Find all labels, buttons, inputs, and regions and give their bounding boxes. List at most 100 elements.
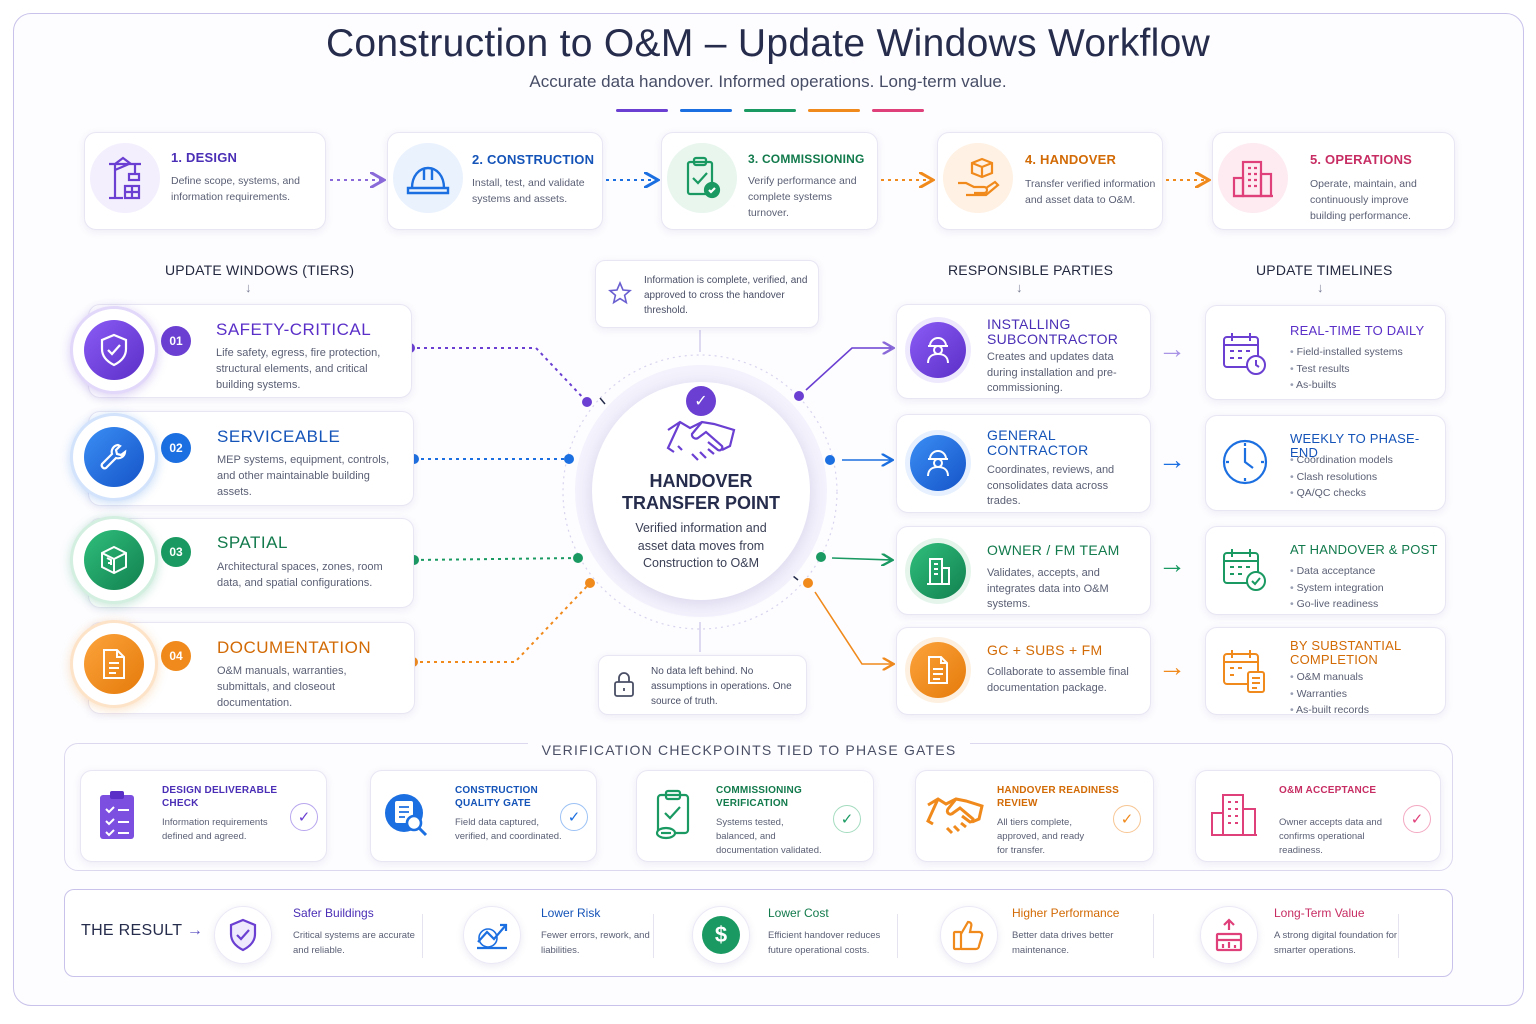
tier-name: DOCUMENTATION (217, 638, 372, 657)
phase-card-commissioning: 3. COMMISSIONING Verify performance and … (661, 132, 878, 230)
phase-desc: Install, test, and validate systems and … (472, 177, 585, 205)
tier-icon-ring (70, 413, 158, 501)
checkpoint-card: DESIGN DELIVERABLE CHECK Information req… (80, 770, 327, 862)
party-name: INSTALLING SUBCONTRACTOR (987, 316, 1119, 347)
arrow-right-icon: → (186, 922, 204, 939)
tiers-header: UPDATE WINDOWS (TIERS) (165, 262, 355, 278)
checkpoint-title: COMMISSIONING VERIFICATION (716, 785, 802, 809)
building-icon (1209, 791, 1259, 844)
box-growth-icon (1200, 906, 1258, 964)
star-icon (608, 280, 632, 310)
divider (897, 914, 898, 958)
result-desc: Better data drives better maintenance. (1012, 930, 1114, 956)
divider (1398, 914, 1399, 958)
timeline-card-at-handover: AT HANDOVER & POST Data acceptance Syste… (1205, 526, 1446, 615)
checkpoint-desc: All tiers complete, approved, and ready … (997, 817, 1085, 856)
timeline-item: QA/QC checks (1290, 485, 1393, 502)
parties-header: RESPONSIBLE PARTIES (948, 262, 1114, 278)
center-bottom-note: No data left behind. No assumptions in o… (598, 655, 807, 715)
result-title: Higher Performance (1012, 906, 1120, 920)
down-arrow-icon: ↓ (245, 280, 252, 295)
phase-desc: Operate, maintain, and continuously impr… (1310, 178, 1417, 222)
party-desc: Validates, accepts, and integrates data … (987, 567, 1109, 610)
accent-bar-orange (808, 109, 860, 112)
page-title: Construction to O&M – Update Windows Wor… (325, 22, 1211, 65)
tier-desc: Architectural spaces, zones, room data, … (217, 561, 383, 589)
accent-bar-pink (872, 109, 924, 112)
check-icon: ✓ (1403, 805, 1431, 833)
handover-circle: ✓ HANDOVER TRANSFER POINT Verified infor… (592, 382, 810, 600)
calendar-check-icon (1222, 547, 1268, 598)
calendar-doc-icon (1222, 648, 1268, 699)
calendar-clock-icon (1222, 331, 1268, 382)
hardhat-icon (393, 143, 463, 213)
checkpoint-desc: Information requirements defined and agr… (162, 817, 268, 842)
phase-card-design: 1. DESIGN Define scope, systems, and inf… (84, 132, 326, 230)
checkpoint-title: DESIGN DELIVERABLE CHECK (162, 785, 278, 809)
tier-name: SPATIAL (217, 533, 288, 552)
result-desc: A strong digital foundation for smarter … (1274, 930, 1398, 956)
check-icon: ✓ (833, 805, 861, 833)
party-name: GENERAL CONTRACTOR (987, 427, 1089, 458)
phase-title: 4. HANDOVER (1025, 152, 1117, 167)
party-card-installing-subcontractor: INSTALLING SUBCONTRACTOR Creates and upd… (896, 304, 1151, 399)
handshake-icon (666, 416, 736, 469)
phase-title: 5. OPERATIONS (1310, 152, 1413, 167)
tier-desc: MEP systems, equipment, controls, and ot… (217, 454, 390, 498)
phase-desc: Define scope, systems, and information r… (171, 175, 300, 203)
timeline-items: Field-installed systems Test results As-… (1290, 344, 1403, 394)
worker-icon (910, 435, 966, 491)
timeline-card-weekly: WEEKLY TO PHASE-END Coordination models … (1205, 415, 1446, 511)
party-name: OWNER / FM TEAM (987, 542, 1120, 558)
check-icon: ✓ (1113, 805, 1141, 833)
handover-title: HANDOVER TRANSFER POINT (621, 471, 780, 513)
party-desc: Collaborate to assemble final documentat… (987, 666, 1129, 694)
page-subtitle: Accurate data handover. Informed operati… (529, 72, 1007, 91)
arrow-right-icon: → (1158, 651, 1186, 682)
handover-desc: Verified information and asset data move… (635, 521, 767, 570)
timeline-item: Data acceptance (1290, 563, 1384, 580)
thumbs-up-icon (940, 906, 998, 964)
checkpoint-desc: Field data captured, verified, and coord… (455, 817, 562, 842)
tier-desc: Life safety, egress, fire protection, st… (216, 347, 381, 391)
checkpoint-title: O&M ACCEPTANCE (1279, 785, 1377, 796)
timeline-card-real-time: REAL-TIME TO DAILY Field-installed syste… (1205, 305, 1446, 400)
tier-number: 04 (161, 641, 191, 671)
timelines-header: UPDATE TIMELINES (1256, 262, 1393, 278)
phase-desc: Verify performance and complete systems … (748, 175, 857, 219)
timeline-item: Warranties (1290, 686, 1369, 703)
arrow-right-icon: → (1158, 333, 1186, 364)
checkpoint-card: CONSTRUCTION QUALITY GATE Field data cap… (370, 770, 597, 862)
timeline-name: AT HANDOVER & POST (1290, 542, 1438, 557)
shield-check-icon (84, 320, 144, 380)
tier-icon-ring (70, 516, 158, 604)
result-title: Safer Buildings (293, 906, 374, 920)
dollar-icon: $ (692, 906, 750, 964)
down-arrow-icon: ↓ (1317, 280, 1324, 295)
tier-number: 02 (161, 433, 191, 463)
tier-number: 03 (161, 537, 191, 567)
phase-desc: Transfer verified information and asset … (1025, 178, 1156, 206)
result-label: THE RESULT → (81, 922, 203, 940)
timeline-item: Clash resolutions (1290, 469, 1393, 486)
doc-search-icon (384, 791, 432, 844)
timeline-item: Go-live readiness (1290, 596, 1384, 613)
result-title: Lower Cost (768, 906, 829, 920)
handshake-icon (926, 793, 984, 842)
clipboard-check-icon (667, 143, 737, 213)
timeline-items: Coordination models Clash resolutions QA… (1290, 452, 1393, 502)
timeline-item: Coordination models (1290, 452, 1393, 469)
accent-bar-purple (616, 109, 668, 112)
timeline-items: O&M manuals Warranties As-built records (1290, 669, 1369, 719)
party-card-owner-fm-team: OWNER / FM TEAM Validates, accepts, and … (896, 526, 1151, 615)
checkpoint-desc: Owner accepts data and confirms operatio… (1279, 817, 1382, 856)
divider (422, 914, 423, 958)
arrow-right-icon: → (1158, 548, 1186, 579)
checklist-icon (97, 789, 139, 846)
party-desc: Creates and updates data during installa… (987, 351, 1117, 394)
tier-name: SERVICEABLE (217, 427, 341, 446)
document-icon (910, 642, 966, 698)
building-icon (910, 543, 966, 599)
document-icon (84, 634, 144, 694)
check-icon: ✓ (560, 803, 588, 831)
